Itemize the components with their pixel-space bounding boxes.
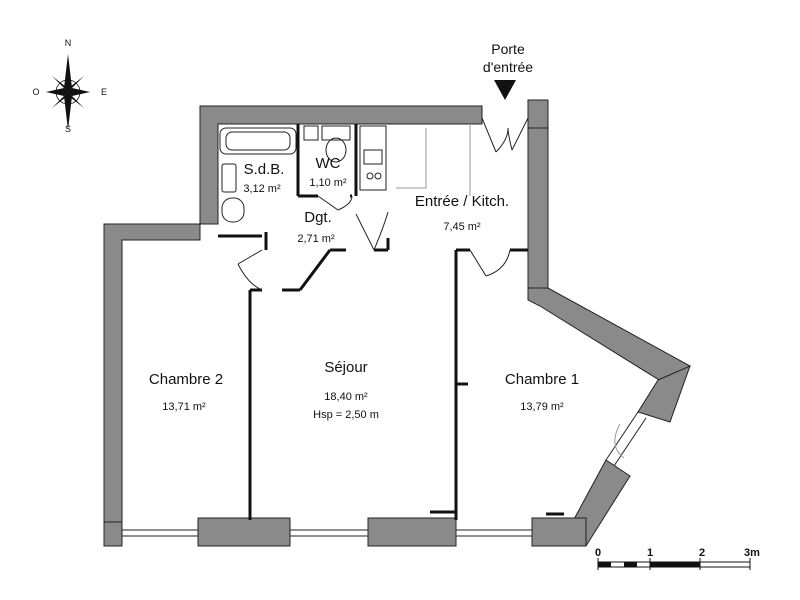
compass-north: N [65,38,72,48]
entrance-label-line1: Porte [491,41,525,57]
scale-tick-1: 1 [647,547,653,559]
room-entree-area: 7,45 m² [443,221,481,233]
interior-partitions [218,124,564,520]
room-sejour-height: Hsp = 2,50 m [313,409,379,421]
room-sdb-area: 3,12 m² [243,183,281,195]
scale-tick-3m: 3m [744,547,760,559]
room-chambre1-name: Chambre 1 [505,371,579,388]
entrance-arrow-icon [494,80,516,100]
fixtures [219,124,471,223]
room-wc-area: 1,10 m² [309,177,347,189]
room-wc-name: WC [316,155,341,172]
scale-tick-0: 0 [595,547,601,559]
doors [237,117,529,291]
room-chambre2-area: 13,71 m² [162,401,206,413]
room-chambre2-name: Chambre 2 [149,371,223,388]
compass-east: E [101,87,107,97]
room-dgt-area: 2,71 m² [297,233,335,245]
room-sdb-name: S.d.B. [244,161,285,178]
room-sejour-area: 18,40 m² [324,391,368,403]
scale-tick-2: 2 [699,547,705,559]
room-dgt-name: Dgt. [304,209,332,226]
room-sejour-name: Séjour [324,359,367,376]
scale-bar: 0 1 2 3m [595,547,760,570]
compass-south: S [65,124,71,134]
compass-west: O [32,87,39,97]
room-chambre1-area: 13,79 m² [520,401,564,413]
room-entree-name: Entrée / Kitch. [415,193,509,210]
compass-rose: N S E O [32,38,107,134]
windows [122,411,647,537]
exterior-walls [103,99,691,547]
entrance-label-line2: d'entrée [483,59,533,75]
